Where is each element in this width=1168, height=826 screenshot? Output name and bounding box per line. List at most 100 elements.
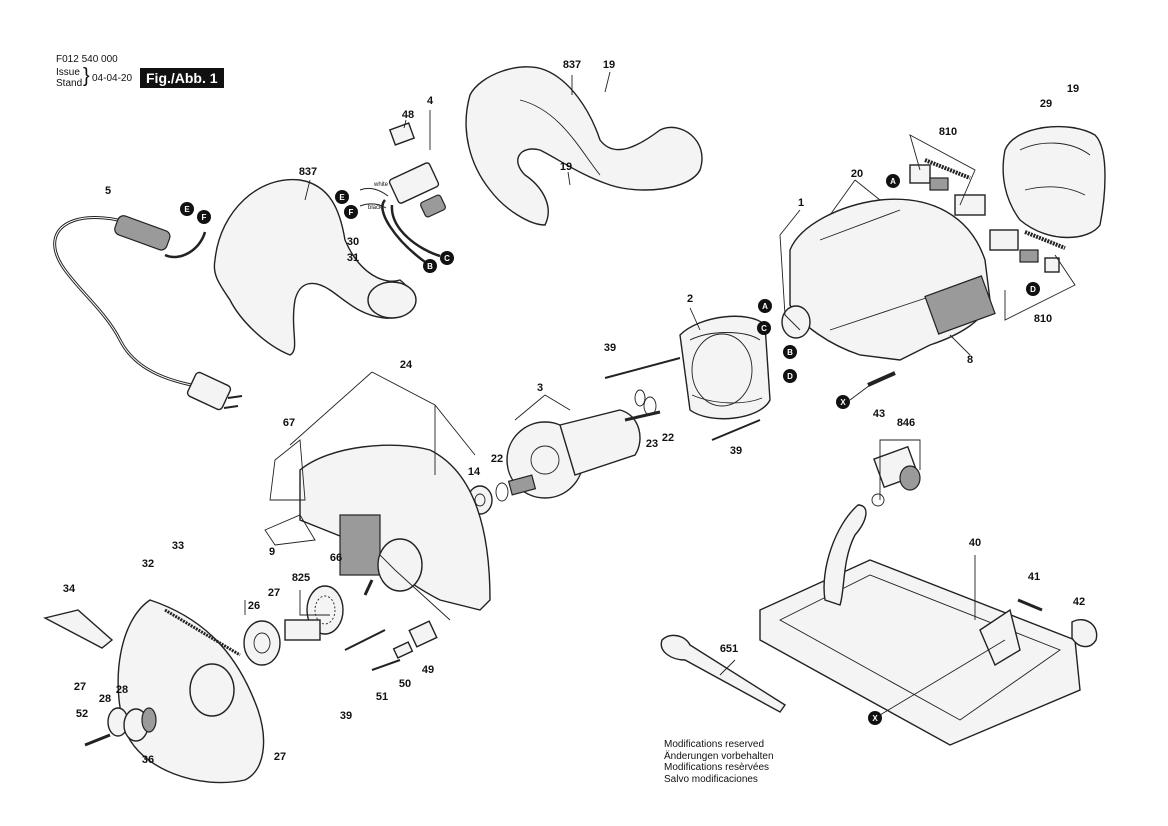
label-part-19-b: 19 <box>560 161 572 173</box>
label-part-846: 846 <box>897 417 915 429</box>
note-es: Salvo modificaciones <box>664 773 758 785</box>
gear-housing <box>339 514 381 576</box>
label-part-2: 2 <box>687 293 693 305</box>
callout-D-brush: D <box>1026 282 1040 296</box>
motor-bearing <box>781 305 811 339</box>
screw-41 <box>1017 598 1043 612</box>
power-cord <box>53 215 243 411</box>
label-part-9: 9 <box>269 546 275 558</box>
label-part-39-c: 39 <box>340 710 352 722</box>
figure-label: Fig./Abb. 1 <box>140 68 224 88</box>
callout-C-wire: C <box>440 251 454 265</box>
svg-text:B: B <box>787 348 793 357</box>
screw-51 <box>371 659 401 671</box>
callout-B-field: B <box>783 345 797 359</box>
svg-text:X: X <box>840 398 846 407</box>
svg-text:A: A <box>890 177 896 186</box>
svg-text:F: F <box>202 213 207 222</box>
callout-X-base: X <box>868 711 882 725</box>
screw-39-lower <box>711 419 761 441</box>
label-part-19-c: 19 <box>1067 83 1079 95</box>
part-36 <box>141 707 157 733</box>
label-part-66: 66 <box>330 552 342 564</box>
leader-lines <box>244 71 1076 716</box>
header-brace: } <box>83 65 90 87</box>
label-part-27-b: 27 <box>74 681 86 693</box>
svg-text:E: E <box>339 193 345 202</box>
label-part-22-b: 22 <box>491 453 503 465</box>
label-part-32: 32 <box>142 558 154 570</box>
label-part-34: 34 <box>63 583 76 595</box>
label-part-22-a: 22 <box>662 432 674 444</box>
screw-39-upper <box>604 357 681 379</box>
note-fr: Modifications resèrvées <box>664 762 770 773</box>
cord-strain-relief <box>114 215 171 251</box>
callout-A-brush: A <box>886 174 900 188</box>
label-part-825: 825 <box>292 572 310 584</box>
svg-text:B: B <box>427 262 433 271</box>
bushing-50 <box>392 641 414 659</box>
label-part-14: 14 <box>468 466 481 478</box>
label-part-39-a: 39 <box>604 342 616 354</box>
label-part-33: 33 <box>172 540 184 552</box>
label-part-41: 41 <box>1028 571 1040 583</box>
base-plate <box>759 559 1081 746</box>
wrench-651 <box>660 634 787 713</box>
label-part-30: 30 <box>347 236 359 248</box>
label-part-810-bottom: 810 <box>1034 313 1052 325</box>
housing-plate <box>924 275 996 335</box>
flange-26 <box>243 620 281 666</box>
label-part-28-b: 28 <box>116 684 128 696</box>
label-part-19-a: 19 <box>603 59 615 71</box>
label-part-1: 1 <box>798 197 804 209</box>
svg-text:E: E <box>184 205 190 214</box>
part-66 <box>363 579 374 596</box>
armature <box>506 409 661 499</box>
callout-E-cord: E <box>180 202 194 216</box>
doc-number: F012 540 000 <box>56 54 118 65</box>
header-date: 04-04-20 <box>92 73 133 84</box>
wire-label-black: black <box>368 205 383 211</box>
label-part-8: 8 <box>967 354 973 366</box>
svg-text:D: D <box>787 372 793 381</box>
label-part-43: 43 <box>873 408 885 420</box>
callout-F-switch: F <box>344 205 358 219</box>
callout-E-switch: E <box>335 190 349 204</box>
label-part-27-c: 27 <box>274 751 286 763</box>
washer-22-upper <box>643 396 657 416</box>
handle-rear <box>213 178 413 356</box>
label-part-20: 20 <box>851 168 863 180</box>
note-de: Änderungen vorbehalten <box>664 750 774 762</box>
brush-holders <box>909 158 1066 273</box>
svg-text:C: C <box>444 254 450 263</box>
callout-D-field: D <box>783 369 797 383</box>
svg-text:F: F <box>349 208 354 217</box>
handle-knob <box>367 281 417 319</box>
label-part-837-front: 837 <box>563 59 581 71</box>
plug <box>186 371 232 411</box>
label-part-51: 51 <box>376 691 388 703</box>
label-part-40: 40 <box>969 537 981 549</box>
label-part-39-b: 39 <box>730 445 742 457</box>
label-part-810-top: 810 <box>939 126 957 138</box>
callout-C-field: C <box>757 321 771 335</box>
bracket-846 <box>871 445 921 507</box>
label-part-36: 36 <box>142 754 154 766</box>
label-part-50: 50 <box>399 678 411 690</box>
switch <box>388 162 440 204</box>
label-part-49: 49 <box>422 664 434 676</box>
screw-52 <box>84 733 111 747</box>
washer-22-lower <box>495 482 509 502</box>
stand-label: Stand <box>56 78 83 89</box>
switch-trigger <box>420 194 446 218</box>
field-stator <box>679 315 771 420</box>
header-doc-number: F012 540 000 <box>56 54 118 65</box>
svg-text:D: D <box>1030 285 1036 294</box>
note-en: Modifications reserved <box>664 739 765 750</box>
callout-B-wire: B <box>423 259 437 273</box>
label-part-48: 48 <box>402 109 414 121</box>
label-part-3: 3 <box>537 382 543 394</box>
label-part-52: 52 <box>76 708 88 720</box>
label-part-29: 29 <box>1040 98 1052 110</box>
